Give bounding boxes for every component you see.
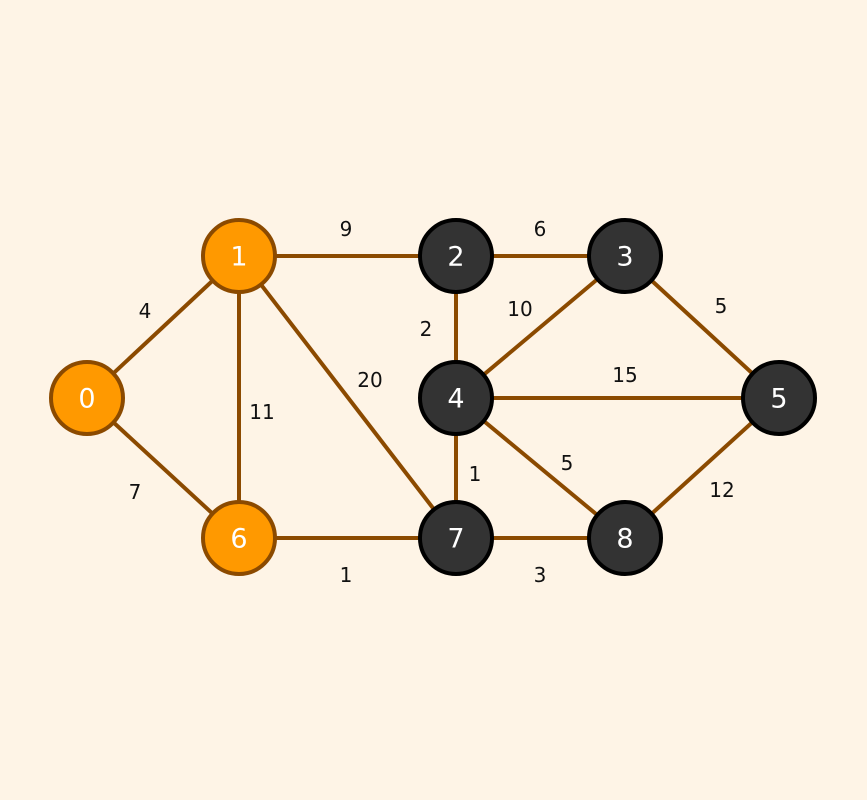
edge-weight-1-6: 11 — [249, 400, 274, 424]
edge-weight-5-8: 12 — [709, 478, 734, 502]
node-circle — [587, 500, 663, 576]
edge-weight-1-2: 9 — [340, 217, 353, 241]
node-label: 6 — [230, 524, 247, 555]
node-label: 5 — [770, 384, 787, 415]
node-label: 1 — [230, 242, 247, 273]
node-label: 4 — [447, 384, 464, 415]
edge-weight-0-1: 4 — [139, 299, 152, 323]
node-1[interactable]: 1 — [201, 218, 277, 294]
node-circle — [201, 218, 277, 294]
node-label: 2 — [447, 242, 464, 273]
edge-weight-0-6: 7 — [129, 480, 142, 504]
node-circle — [201, 500, 277, 576]
node-0[interactable]: 0 — [49, 360, 125, 436]
node-circle — [741, 360, 817, 436]
node-2[interactable]: 2 — [418, 218, 494, 294]
node-circle — [418, 500, 494, 576]
node-circle — [49, 360, 125, 436]
node-label: 7 — [447, 524, 464, 555]
edge-weight-6-7: 1 — [340, 563, 353, 587]
node-circle — [418, 360, 494, 436]
node-label: 3 — [616, 242, 633, 273]
node-4[interactable]: 4 — [418, 360, 494, 436]
edge-weight-4-5: 15 — [612, 363, 637, 387]
node-6[interactable]: 6 — [201, 500, 277, 576]
edge-weight-1-7: 20 — [357, 368, 382, 392]
node-7[interactable]: 7 — [418, 500, 494, 576]
node-3[interactable]: 3 — [587, 218, 663, 294]
edge-weight-7-8: 3 — [534, 563, 547, 587]
node-5[interactable]: 5 — [741, 360, 817, 436]
node-label: 8 — [616, 524, 633, 555]
edge-weight-2-3: 6 — [534, 217, 547, 241]
edge-weight-3-5: 5 — [715, 294, 728, 318]
edge-weight-4-7: 1 — [469, 462, 482, 486]
edge-weight-3-4: 10 — [507, 297, 532, 321]
node-circle — [587, 218, 663, 294]
node-label: 0 — [78, 384, 95, 415]
edge-1-7 — [237, 254, 458, 540]
edge-weight-4-8: 5 — [561, 451, 574, 475]
node-circle — [418, 218, 494, 294]
edge-weight-2-4: 2 — [420, 317, 433, 341]
node-8[interactable]: 8 — [587, 500, 663, 576]
